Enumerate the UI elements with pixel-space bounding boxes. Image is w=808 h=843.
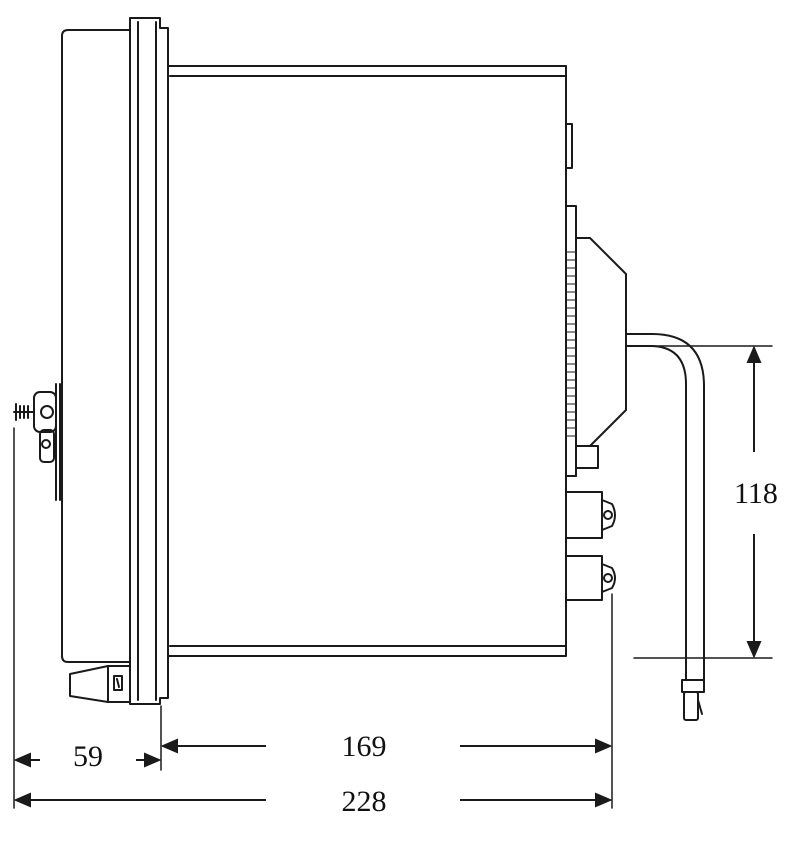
dim-118-arrowhead-bottom <box>746 641 762 659</box>
dim-169-arrowhead-left <box>160 738 178 754</box>
dim-label-228: 228 <box>342 785 387 818</box>
dim-label-169: 169 <box>342 730 387 763</box>
dimension-extension-lines <box>13 345 773 809</box>
bent-cable-tube <box>625 333 705 721</box>
dim-label-118: 118 <box>734 477 778 510</box>
dim-59-arrowhead-right <box>144 752 162 768</box>
front-latch <box>13 383 61 501</box>
terminal-stud-lower <box>565 555 616 601</box>
terminal-stud-upper <box>565 491 616 539</box>
dim-169-arrowhead-right <box>595 738 613 754</box>
dimension-arrows <box>13 345 762 808</box>
main-housing <box>167 65 567 657</box>
bottom-gland <box>69 665 131 703</box>
rear-connector-block <box>565 205 627 477</box>
dim-228-arrowhead-left <box>13 792 31 808</box>
dim-59-arrowhead-left <box>13 752 31 768</box>
dim-228-arrowhead-right <box>595 792 613 808</box>
front-flange <box>129 17 169 705</box>
connector-ribs <box>565 251 577 437</box>
dim-label-59: 59 <box>73 740 103 773</box>
dim-118-arrowhead-top <box>746 345 762 363</box>
back-tab <box>565 123 573 169</box>
front-cover <box>61 29 131 663</box>
